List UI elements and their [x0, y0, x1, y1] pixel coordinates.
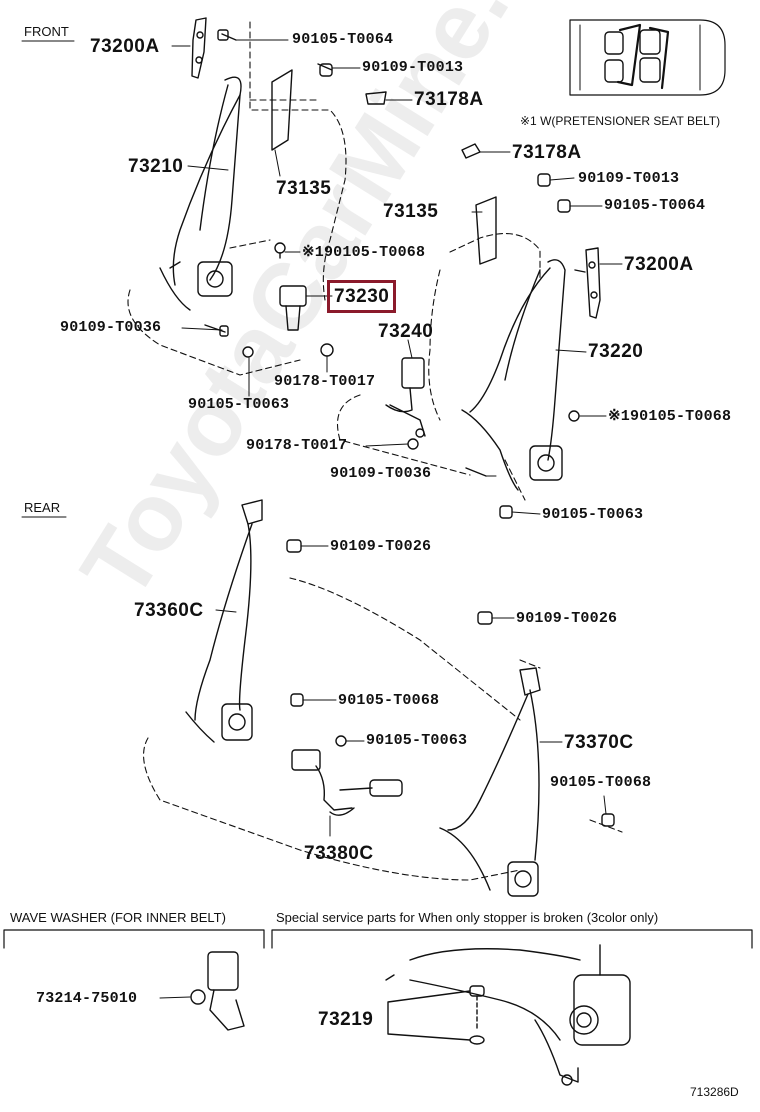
- part-73360C[interactable]: 73360C: [134, 600, 204, 621]
- front-left-seat-outline: [127, 21, 347, 376]
- part-90105-T0063-rear[interactable]: 90105-T0063: [366, 732, 468, 749]
- part-73200A-left[interactable]: 73200A: [90, 36, 160, 57]
- front-right-belt: [461, 259, 580, 519]
- part-90109-T0036-right[interactable]: 90109-T0036: [330, 465, 432, 482]
- part-73240[interactable]: 73240: [378, 321, 434, 342]
- part-73178A-top[interactable]: 73178A: [414, 89, 484, 110]
- part-90178-T0017-a[interactable]: 90178-T0017: [274, 373, 376, 390]
- rear-seat-outline: [143, 577, 623, 881]
- part-90105-T0068-rear-a[interactable]: 90105-T0068: [338, 692, 440, 709]
- leader-lines: [159, 39, 623, 999]
- part-90109-T0036-left[interactable]: 90109-T0036: [60, 319, 162, 336]
- part-73135-right[interactable]: 73135: [383, 201, 439, 222]
- front-buckle-73230: [279, 285, 307, 331]
- front-left-anchor: [191, 17, 207, 79]
- vehicle-location-icon: [569, 19, 726, 96]
- part-90105-T0068-left[interactable]: ※190105-T0068: [302, 244, 426, 261]
- rear-left-belt: [185, 499, 263, 743]
- part-73230-highlighted[interactable]: 73230: [326, 280, 397, 313]
- front-left-belt: [159, 76, 242, 311]
- rear-right-belt: [439, 611, 615, 897]
- diagram-id: 713286D: [690, 1085, 739, 1099]
- front-center-buckle-73240: [385, 357, 426, 450]
- part-90105-T0068-rear-b[interactable]: 90105-T0068: [550, 774, 652, 791]
- part-73214-75010[interactable]: 73214-75010: [36, 990, 138, 1007]
- bottom-section-frames: [3, 929, 753, 949]
- wave-washer-buckle: [190, 951, 245, 1031]
- part-90105-T0063-right[interactable]: 90105-T0063: [542, 506, 644, 523]
- rear-bolts-left: [286, 539, 347, 747]
- part-73210[interactable]: 73210: [128, 156, 184, 177]
- stopper-retractor-assembly: [385, 944, 631, 1086]
- wave-washer-section-label: WAVE WASHER (FOR INNER BELT): [10, 910, 226, 925]
- part-73219[interactable]: 73219: [318, 1009, 374, 1030]
- part-73135-left[interactable]: 73135: [276, 178, 332, 199]
- part-73178A-right[interactable]: 73178A: [512, 142, 582, 163]
- front-right-seat-outline: [249, 99, 541, 501]
- front-left-pillar-cover: [271, 69, 293, 151]
- part-90178-T0017-b[interactable]: 90178-T0017: [246, 437, 348, 454]
- part-90105-T0064-right[interactable]: 90105-T0064: [604, 197, 706, 214]
- front-left-bolts: [204, 242, 334, 358]
- part-90109-T0013-right[interactable]: 90109-T0013: [578, 170, 680, 187]
- part-73200A-right[interactable]: 73200A: [624, 254, 694, 275]
- part-90109-T0013-top[interactable]: 90109-T0013: [362, 59, 464, 76]
- front-right-pillar-cover: [475, 196, 497, 265]
- part-90105-T0068-right[interactable]: ※190105-T0068: [608, 408, 732, 425]
- front-right-anchor: [574, 247, 601, 319]
- special-parts-section-label: Special service parts for When only stop…: [276, 910, 659, 925]
- front-section-label: FRONT: [24, 24, 69, 39]
- rear-section-label: REAR: [24, 500, 61, 515]
- part-90109-T0026-a[interactable]: 90109-T0026: [330, 538, 432, 555]
- pretensioner-note: ※1 W(PRETENSIONER SEAT BELT): [520, 114, 721, 128]
- part-90105-T0064-top[interactable]: 90105-T0064: [292, 31, 394, 48]
- part-73370C[interactable]: 73370C: [564, 732, 634, 753]
- part-73380C[interactable]: 73380C: [304, 843, 374, 864]
- part-90105-T0063-left[interactable]: 90105-T0063: [188, 396, 290, 413]
- part-90109-T0026-b[interactable]: 90109-T0026: [516, 610, 618, 627]
- part-73220[interactable]: 73220: [588, 341, 644, 362]
- rear-center-buckle: [291, 749, 403, 816]
- front-top-bolts: [217, 29, 387, 105]
